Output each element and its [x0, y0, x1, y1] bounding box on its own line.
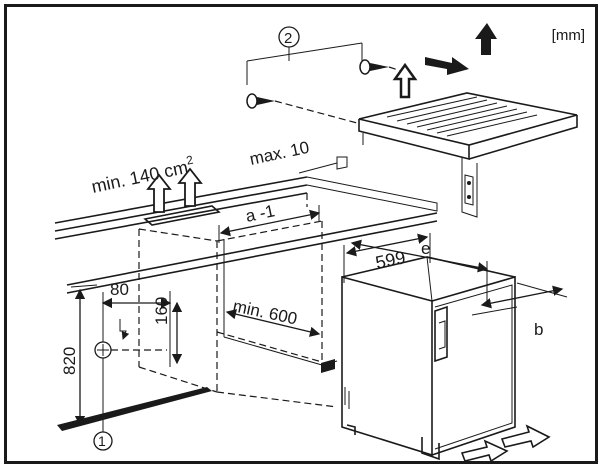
dim-820-line: [70, 284, 98, 427]
appliance-top-cover: [358, 92, 578, 161]
callout-2-badge: [246, 26, 363, 85]
ventilation-arrow-1-icon: [146, 173, 172, 213]
dim-min-600-line: [225, 309, 321, 337]
dim-max-10-line: [298, 156, 348, 174]
dim-80: 80: [110, 280, 129, 299]
callout-2: 2: [284, 30, 292, 47]
screw-left-icon: [246, 93, 275, 109]
dim-820: 820: [60, 347, 79, 375]
ventilation-slot: [143, 205, 221, 226]
slide-arrow-icon: [425, 57, 469, 75]
dim-e-line: [350, 239, 489, 305]
dim-min-600: min. 600: [231, 296, 299, 328]
dim-e: e: [421, 239, 430, 258]
lift-arrow-icon: [392, 62, 418, 99]
callout-1-badge: [93, 407, 113, 451]
screw-left-guide: [274, 100, 358, 124]
airflow-arrow-2-icon: [500, 424, 551, 449]
callout-1: 1: [98, 433, 106, 449]
ventilation-arrow-2-icon: [177, 167, 203, 207]
dim-ventilation-exp: 2: [185, 153, 195, 168]
dim-b-line: [471, 282, 568, 316]
up-arrow-icon: [475, 23, 497, 55]
socket-icon: [94, 319, 167, 359]
appliance-body: [341, 256, 516, 461]
unit-label: [mm]: [551, 27, 585, 44]
door-handle: [434, 305, 448, 363]
screw-right-icon: [359, 59, 389, 75]
dim-a-minus-1-line: [218, 205, 321, 243]
installation-diagram: a -1 min. 600 80 160 820: [54, 23, 578, 461]
dim-160: 160: [152, 297, 171, 325]
floor-strip: [57, 359, 335, 431]
dim-max-10: max. 10: [248, 138, 311, 169]
dim-b: b: [534, 320, 543, 339]
diagram-frame: [mm]: [4, 4, 598, 464]
hinge-icon: [461, 157, 478, 218]
dim-ventilation-value: min. 140 cm: [90, 157, 190, 197]
worktop: [54, 176, 438, 294]
dim-ventilation: min. 140 cm2: [89, 153, 197, 197]
airflow-arrow-1-icon: [460, 439, 509, 461]
